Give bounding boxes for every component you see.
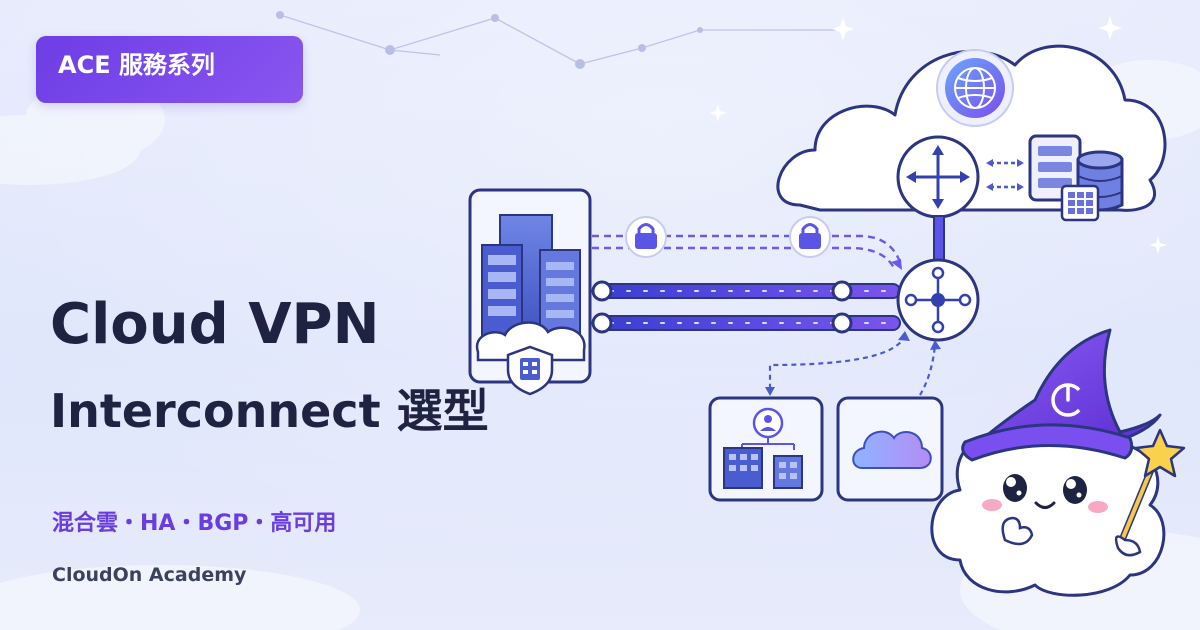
series-badge: ACE 服務系列	[36, 36, 303, 103]
page-title: Cloud VPN	[50, 292, 380, 357]
uplink	[933, 215, 945, 261]
network-hub-icon	[896, 258, 980, 342]
wizard-cloud-mascot	[930, 328, 1186, 597]
globe-icon	[936, 49, 1014, 127]
branch-office-icon	[708, 396, 824, 502]
brand-name: CloudOn Academy	[52, 564, 247, 586]
vpn-dashed-lines	[592, 234, 902, 271]
lock-icon	[625, 216, 667, 258]
sparkles	[709, 16, 1167, 254]
constellation-stars	[276, 11, 703, 69]
sync-arrows	[990, 161, 1020, 189]
office-building-icon	[468, 188, 592, 396]
lock-icon	[789, 216, 831, 258]
router-arrows-icon	[896, 135, 980, 219]
page-subtitle: Interconnect 選型	[50, 384, 489, 438]
interconnect-tunnels	[591, 280, 901, 334]
database-icon	[1028, 134, 1124, 222]
cloud-icon	[836, 396, 944, 502]
topic-tags: 混合雲・HA・BGP・高可用	[52, 511, 337, 536]
